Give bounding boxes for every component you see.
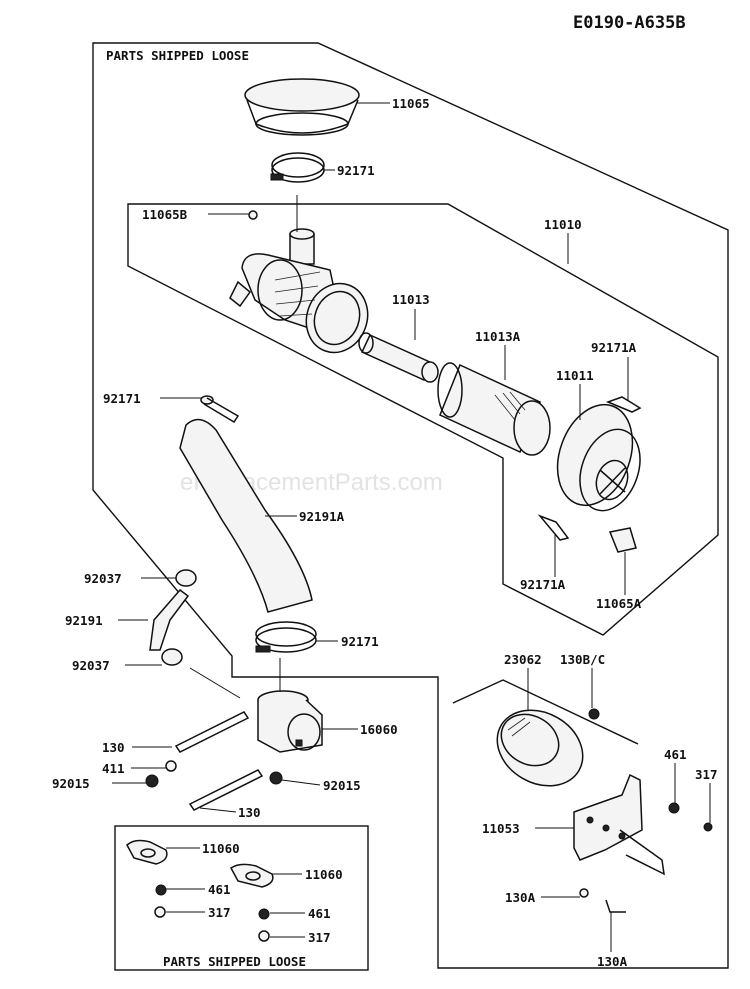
callout-92191a: 92191A: [299, 509, 345, 524]
callout-11060-b: 11060: [305, 867, 343, 882]
callout-92015-right: 92015: [323, 778, 361, 793]
nut-317-a-part: [154, 906, 166, 918]
callout-411: 411: [102, 761, 125, 776]
callout-317-b: 317: [308, 930, 331, 945]
bolt-130-upper-part: [174, 711, 250, 753]
nut-92015-right-part: [269, 771, 283, 785]
outer-element-part: [437, 362, 551, 456]
callout-11065b: 11065B: [142, 207, 188, 222]
bolt-130bc-part: [588, 708, 600, 720]
nut-317-right-part: [703, 822, 713, 832]
callout-92171-hose: 92171: [103, 391, 141, 406]
diagram-code: E0190-A635B: [573, 13, 686, 33]
washer-411-part: [165, 760, 177, 772]
air-cleaner-housing-part: [229, 228, 369, 354]
shipped-loose-label-top: PARTS SHIPPED LOOSE: [106, 48, 249, 63]
leader-lines: [112, 102, 711, 952]
nut-317-b-part: [258, 930, 270, 942]
air-hose-part: [179, 418, 313, 613]
nut-11065b-part: [248, 210, 258, 220]
inner-element-part: [358, 332, 439, 383]
nut-92015-left-part: [145, 774, 159, 788]
callout-11013a: 11013A: [475, 329, 521, 344]
callout-130a-upper: 130A: [505, 890, 536, 905]
clip-92171a-top-part: [605, 396, 642, 413]
callout-92015-left: 92015: [52, 776, 90, 791]
clamp-92037-top-part: [175, 569, 197, 587]
gasket-11060-a-part: [126, 839, 168, 865]
shipped-loose-label-bottom: PARTS SHIPPED LOOSE: [163, 954, 306, 969]
gasket-11060-b-part: [230, 863, 274, 888]
callout-11010: 11010: [544, 217, 582, 232]
callout-461-b: 461: [308, 906, 331, 921]
hose-clamp-lower-part: [255, 621, 317, 653]
callout-92037-bottom: 92037: [72, 658, 110, 673]
shipped-loose-box: [114, 825, 369, 971]
callout-92171-top: 92171: [337, 163, 375, 178]
bolt-130a-upper-part: [579, 888, 589, 898]
washer-461-a-part: [155, 884, 167, 896]
bolt-130a-lower-part: [605, 899, 626, 913]
mounting-plate-part: [573, 773, 665, 876]
rain-cap-part: [244, 78, 360, 136]
hose-clamp-small-part: [200, 395, 240, 424]
washer-461-b-part: [258, 908, 270, 920]
dust-valve-part: [608, 527, 637, 553]
callout-92171-lower: 92171: [341, 634, 379, 649]
clamp-92037-bottom-part: [161, 648, 183, 666]
hose-clamp-top-part: [270, 152, 325, 183]
callout-461-a: 461: [208, 882, 231, 897]
washer-461-right-part: [668, 802, 680, 814]
callout-130-lower: 130: [238, 805, 261, 820]
callout-11013: 11013: [392, 292, 430, 307]
callout-130bc: 130B/C: [560, 652, 605, 667]
callout-317-a: 317: [208, 905, 231, 920]
callout-11060-a: 11060: [202, 841, 240, 856]
callout-317-right: 317: [695, 767, 718, 782]
gasket-11060-b-hole: [245, 871, 261, 881]
gasket-11060-a-hole: [140, 848, 156, 858]
callout-461-right: 461: [664, 747, 687, 762]
air-cleaner-cover-part: [556, 403, 641, 512]
callout-16060: 16060: [360, 722, 398, 737]
band-bracket-part: [496, 709, 584, 787]
air-cleaner-subframe: [127, 203, 719, 636]
intake-pipe-part: [257, 690, 323, 753]
callout-130-upper: 130: [102, 740, 125, 755]
callout-11065: 11065: [392, 96, 430, 111]
callout-11011: 11011: [556, 368, 594, 383]
callout-23062: 23062: [504, 652, 542, 667]
main-assembly-frame: [92, 42, 729, 969]
callout-92191: 92191: [65, 613, 103, 628]
small-hose-part: [149, 588, 190, 651]
clip-92171a-bottom-part: [537, 514, 570, 541]
callout-130a-lower: 130A: [597, 954, 628, 969]
callout-92171a-top: 92171A: [591, 340, 637, 355]
callout-11053: 11053: [482, 821, 520, 836]
bracket-subframe: [452, 679, 639, 745]
bolt-130-lower-part: [188, 769, 264, 811]
callout-92171a-bottom: 92171A: [520, 577, 566, 592]
callout-11065a: 11065A: [596, 596, 642, 611]
callout-92037-top: 92037: [84, 571, 122, 586]
